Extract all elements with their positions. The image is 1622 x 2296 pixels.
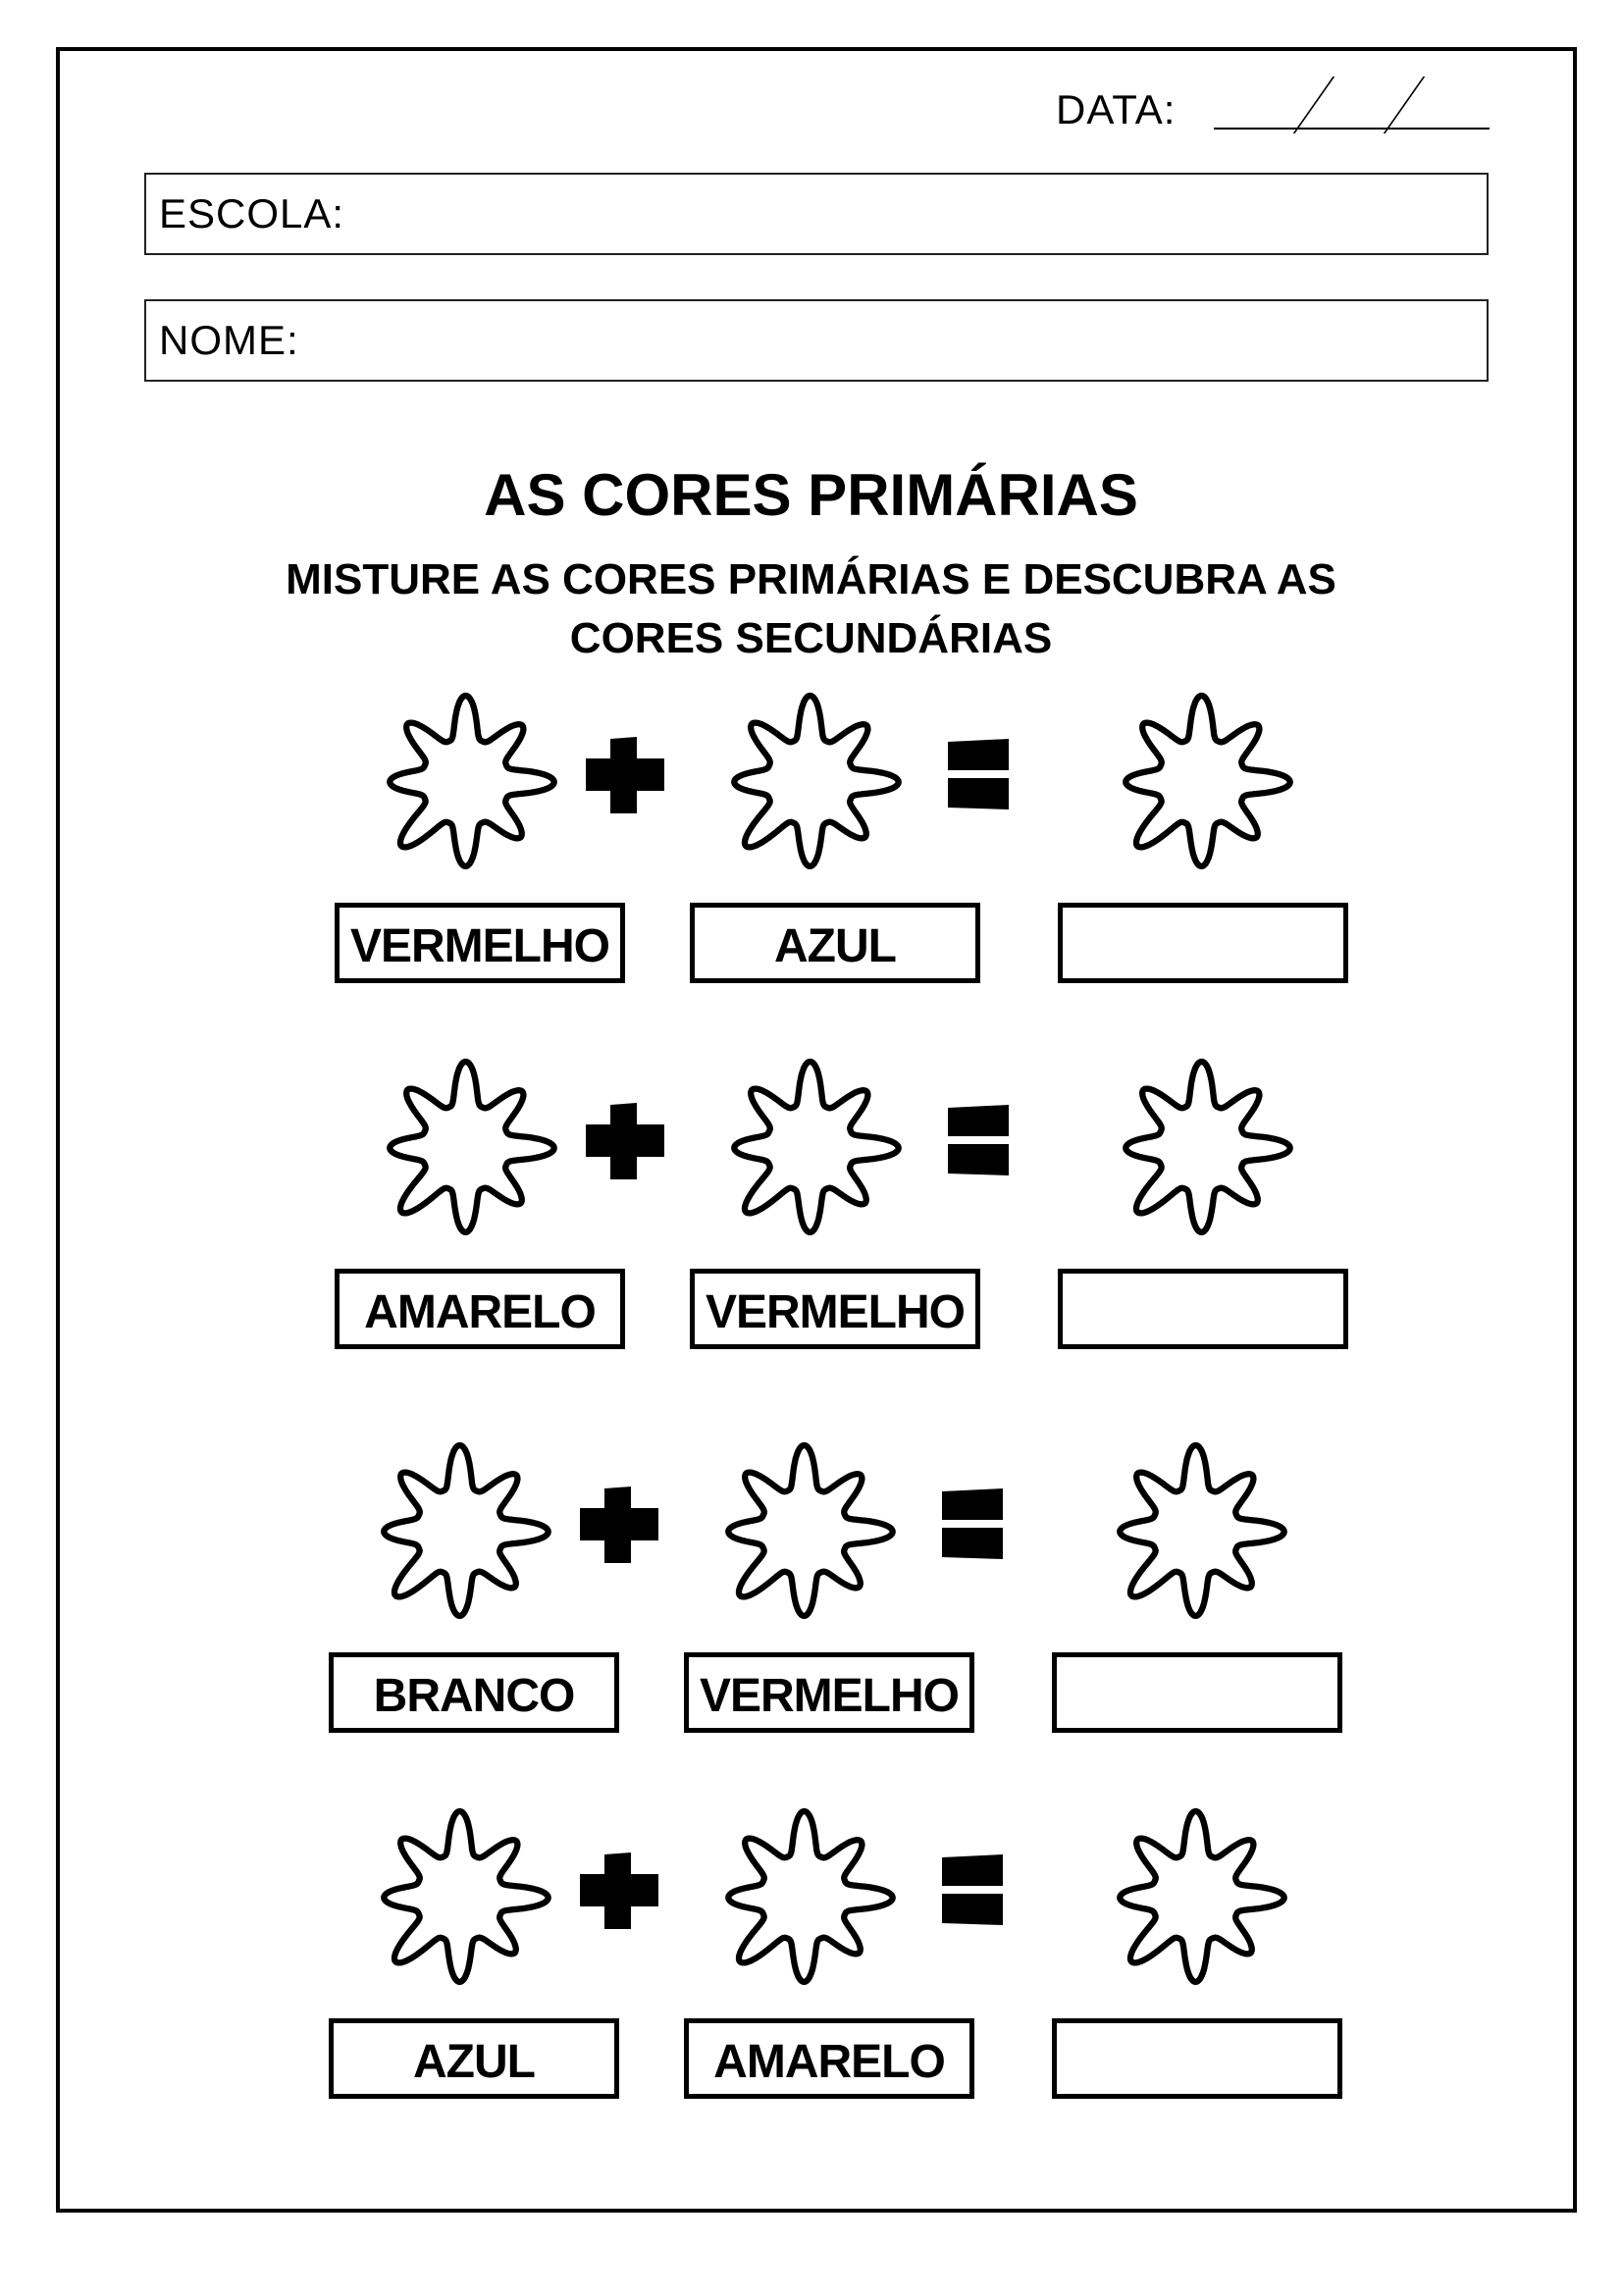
paint-splat-icon[interactable] xyxy=(1102,678,1301,886)
primary-color-label: VERMELHO xyxy=(335,903,625,983)
primary-color-label: VERMELHO xyxy=(684,1652,974,1733)
plus-icon xyxy=(580,1852,658,1929)
date-label: DATA: xyxy=(1056,86,1177,132)
page-title: AS CORES PRIMÁRIAS xyxy=(484,462,1138,528)
paint-splat-icon xyxy=(710,1044,910,1252)
paint-splat-icon xyxy=(705,1428,904,1636)
name-label: NOME: xyxy=(159,317,299,363)
secondary-color-answer-input[interactable] xyxy=(1058,1269,1348,1349)
equals-icon xyxy=(948,1105,1009,1175)
date-underline xyxy=(1214,128,1490,130)
paint-splat-icon[interactable] xyxy=(1096,1794,1295,2002)
paint-splat-icon[interactable] xyxy=(1096,1428,1295,1636)
instruction-line-2: CORES SECUNDÁRIAS xyxy=(569,614,1053,662)
secondary-color-answer-input[interactable] xyxy=(1058,903,1348,983)
primary-color-label: AZUL xyxy=(329,2018,619,2099)
primary-color-label: BRANCO xyxy=(329,1652,619,1733)
plus-icon xyxy=(586,737,664,813)
instruction-line-1: MISTURE AS CORES PRIMÁRIAS E DESCUBRA AS xyxy=(286,555,1336,603)
secondary-color-answer-input[interactable] xyxy=(1052,2018,1342,2099)
equals-icon xyxy=(948,739,1009,809)
paint-splat-icon xyxy=(366,1044,565,1252)
paint-splat-icon xyxy=(360,1428,559,1636)
plus-icon xyxy=(586,1103,664,1179)
plus-icon xyxy=(580,1487,658,1563)
school-field[interactable]: ESCOLA: xyxy=(144,173,1489,255)
primary-color-label: AMARELO xyxy=(335,1269,625,1349)
secondary-color-answer-input[interactable] xyxy=(1052,1652,1342,1733)
equals-icon xyxy=(942,1854,1003,1925)
primary-color-label: AMARELO xyxy=(684,2018,974,2099)
paint-splat-icon xyxy=(705,1794,904,2002)
school-label: ESCOLA: xyxy=(159,190,345,236)
primary-color-label: AZUL xyxy=(690,903,980,983)
paint-splat-icon xyxy=(360,1794,559,2002)
name-field[interactable]: NOME: xyxy=(144,299,1489,382)
paint-splat-icon xyxy=(710,678,910,886)
equals-icon xyxy=(942,1488,1003,1559)
paint-splat-icon[interactable] xyxy=(1102,1044,1301,1252)
page-border xyxy=(56,47,1577,2213)
primary-color-label: VERMELHO xyxy=(690,1269,980,1349)
paint-splat-icon xyxy=(366,678,565,886)
